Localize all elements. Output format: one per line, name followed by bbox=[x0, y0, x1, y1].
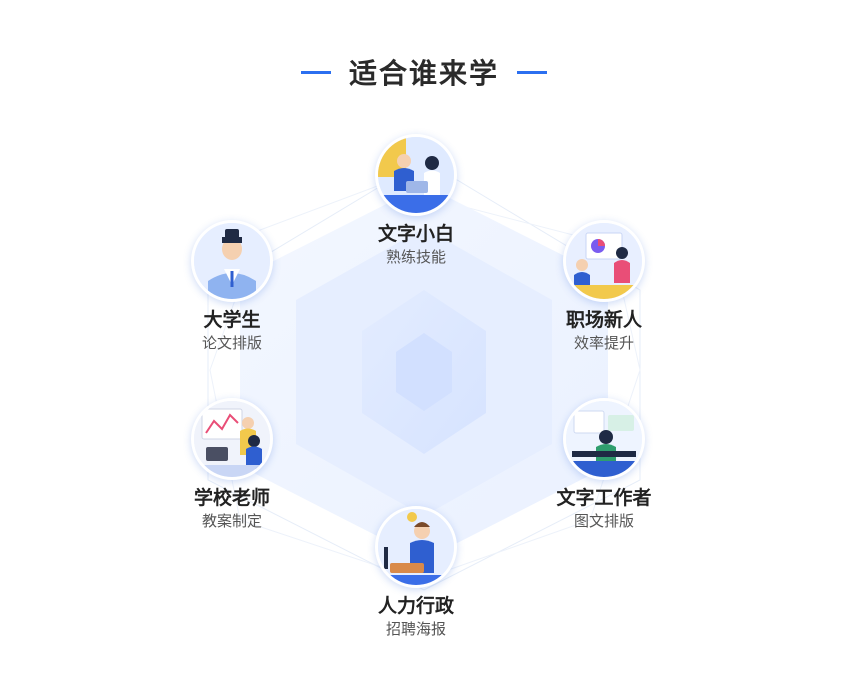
audience-card-newcomer: 职场新人 效率提升 bbox=[524, 220, 684, 353]
writer-desk-illustration-icon bbox=[563, 398, 645, 480]
audience-desc: 招聘海报 bbox=[385, 620, 446, 638]
student-portrait-illustration-icon bbox=[191, 220, 273, 302]
audience-card-beginner: 文字小白 熟练技能 bbox=[336, 134, 496, 267]
title-left-dash bbox=[300, 70, 331, 74]
office-workers-illustration-icon bbox=[375, 134, 457, 216]
hexagon-core bbox=[396, 333, 452, 411]
hr-speaker-illustration-icon bbox=[375, 506, 457, 588]
audience-card-student: 大学生 论文排版 bbox=[152, 220, 312, 353]
audience-desc: 图文排版 bbox=[573, 512, 634, 530]
audience-name: 职场新人 bbox=[565, 309, 642, 331]
audience-card-teacher: 学校老师 教案制定 bbox=[152, 398, 312, 531]
audience-desc: 教案制定 bbox=[201, 512, 262, 530]
audience-name: 文字小白 bbox=[377, 223, 454, 245]
audience-desc: 熟练技能 bbox=[385, 248, 446, 266]
audience-card-writer: 文字工作者 图文排版 bbox=[524, 398, 684, 531]
audience-card-hr: 人力行政 招聘海报 bbox=[336, 506, 496, 639]
audience-name: 文字工作者 bbox=[556, 487, 652, 509]
page-title: 适合谁来学 bbox=[348, 57, 499, 90]
audience-desc: 论文排版 bbox=[201, 334, 262, 352]
audience-name: 大学生 bbox=[203, 309, 261, 331]
audience-desc: 效率提升 bbox=[573, 334, 634, 352]
section-header: 适合谁来学 bbox=[0, 50, 848, 94]
teacher-chart-illustration-icon bbox=[191, 398, 273, 480]
presentation-illustration-icon bbox=[563, 220, 645, 302]
audience-name: 人力行政 bbox=[377, 595, 454, 617]
audience-name: 学校老师 bbox=[193, 487, 270, 509]
title-right-dash bbox=[517, 70, 547, 74]
